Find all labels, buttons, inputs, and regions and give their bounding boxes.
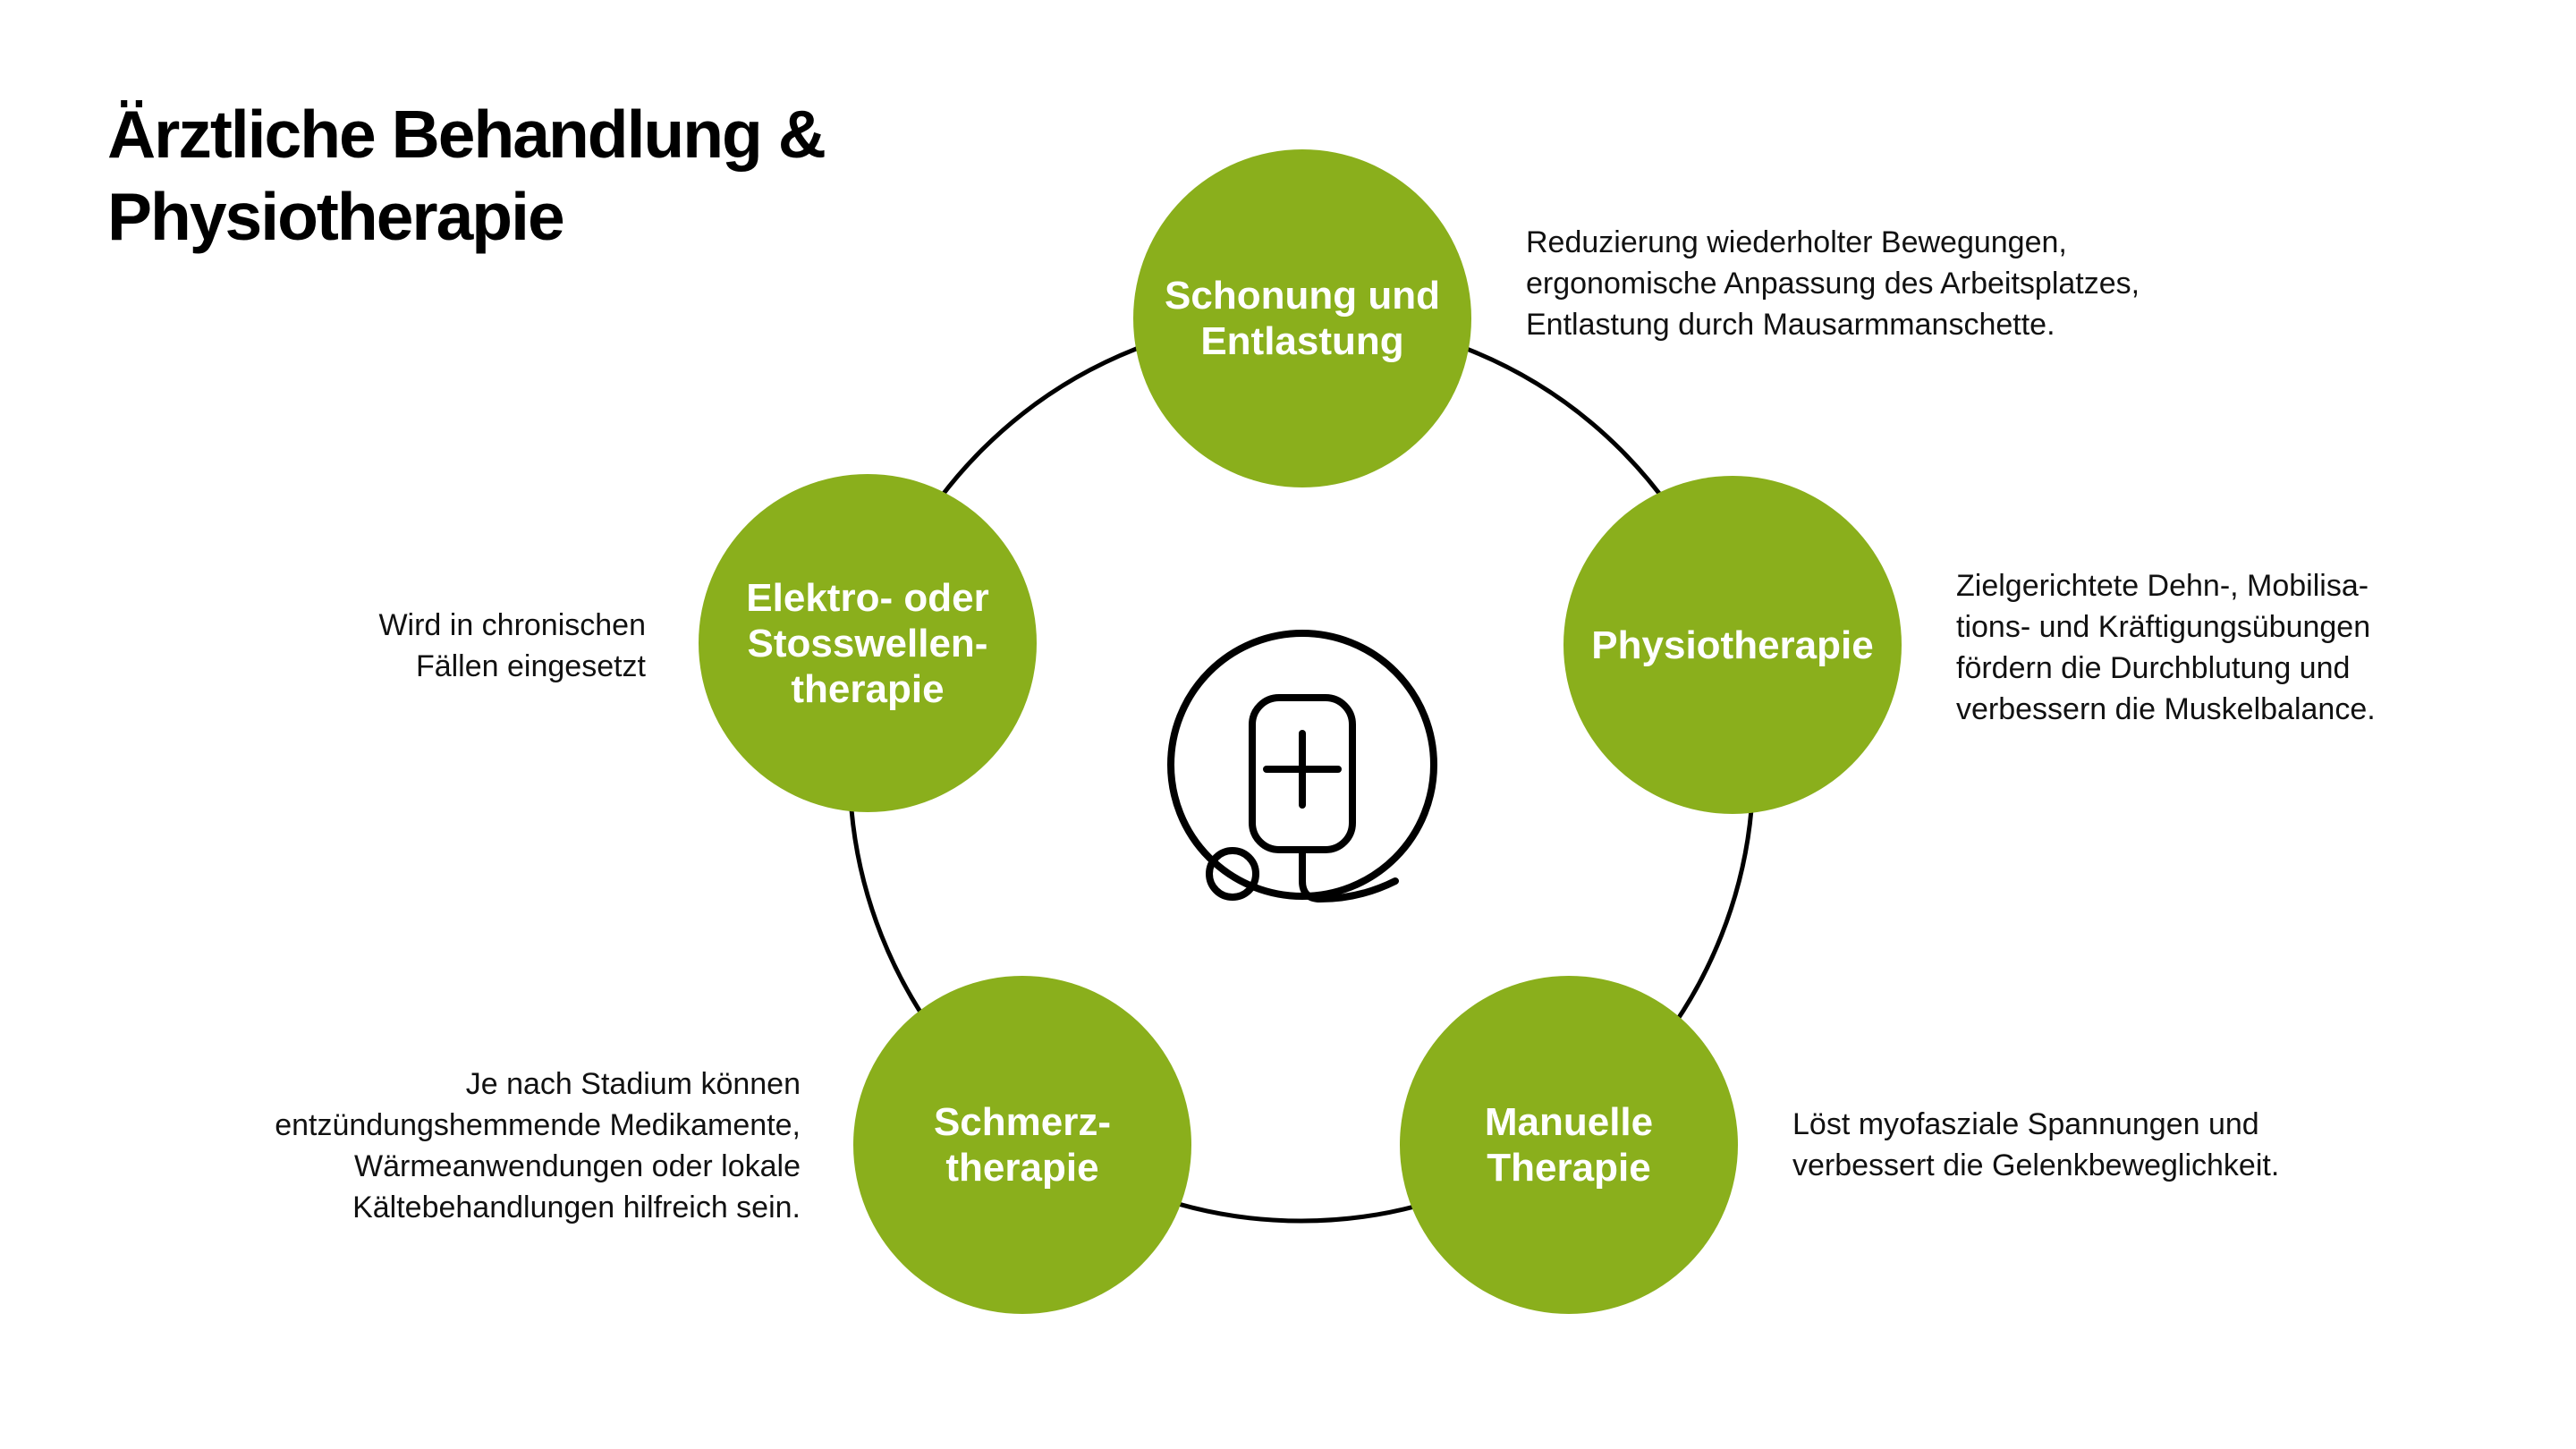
page-title-line-1: Ärztliche Behandlung & bbox=[107, 97, 826, 172]
stethoscope-plus-icon bbox=[1167, 630, 1437, 902]
description-physiotherapie: Zielgerichtete Dehn-, Mobilisa- tions- u… bbox=[1956, 569, 2376, 726]
page-title-line-2: Physiotherapie bbox=[107, 179, 565, 254]
node-label: Physiotherapie bbox=[1591, 623, 1874, 667]
page-title: Ärztliche Behandlung & Physiotherapie bbox=[107, 93, 984, 258]
description-schmerztherapie: Je nach Stadium können entzündungshemmen… bbox=[275, 1067, 801, 1224]
node-label: Schonung und Entlastung bbox=[1165, 274, 1440, 363]
node-label: Schmerz- therapie bbox=[933, 1100, 1112, 1190]
description-schonung-entlastung: Reduzierung wiederholter Bewegungen, erg… bbox=[1526, 225, 2140, 342]
node-label: Elektro- oder Stosswellen- therapie bbox=[746, 575, 989, 711]
description-elektro-stosswellentherapie: Wird in chronischen Fällen eingesetzt bbox=[378, 608, 646, 683]
node-physiotherapie: Physiotherapie bbox=[1563, 476, 1902, 814]
node-schmerztherapie: Schmerz- therapie bbox=[853, 976, 1191, 1314]
node-schonung-entlastung: Schonung und Entlastung bbox=[1133, 149, 1471, 487]
node-label: Manuelle Therapie bbox=[1484, 1100, 1654, 1190]
node-manuelle-therapie: Manuelle Therapie bbox=[1400, 976, 1738, 1314]
description-manuelle-therapie: Löst myofasziale Spannungen und verbesse… bbox=[1792, 1107, 2280, 1182]
node-elektro-stosswellentherapie: Elektro- oder Stosswellen- therapie bbox=[699, 474, 1037, 812]
